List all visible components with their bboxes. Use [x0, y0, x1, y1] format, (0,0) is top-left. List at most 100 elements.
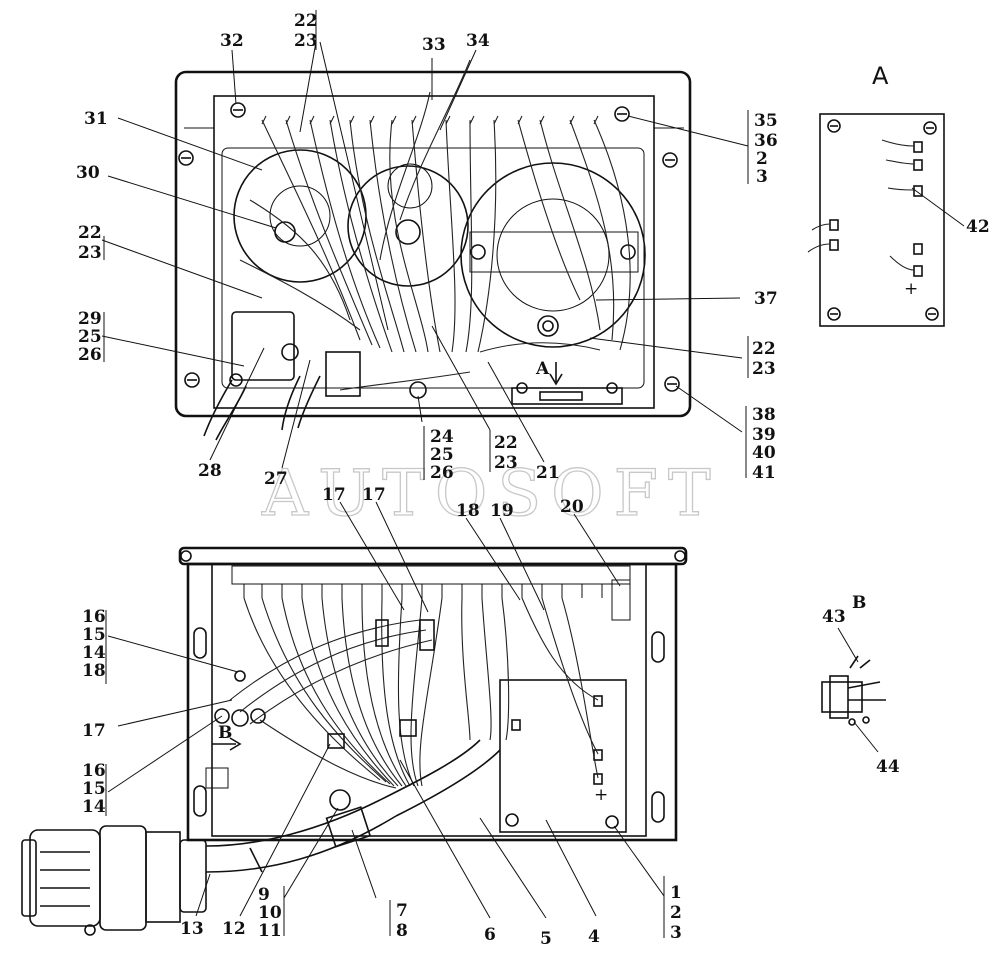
callout: 14 [82, 643, 106, 663]
callout: 21 [536, 463, 560, 483]
bezel-bar [178, 546, 688, 566]
callout: 6 [484, 925, 496, 945]
ground-bolt [409, 381, 427, 399]
view-title: B [852, 593, 866, 613]
callout: 8 [396, 921, 408, 941]
view-title: A [872, 62, 889, 90]
callout: 15 [82, 779, 106, 799]
callout: 34 [466, 31, 490, 51]
callout: 44 [876, 757, 900, 777]
top-terminal-strip [511, 382, 623, 405]
callout: 19 [490, 501, 514, 521]
callout: 3 [756, 167, 768, 187]
callout: 17 [322, 485, 346, 505]
bottom-leaders [105, 501, 665, 938]
screw [230, 102, 246, 118]
bottom-posts [214, 619, 435, 749]
callout: 23 [294, 31, 318, 51]
callout: 39 [752, 425, 776, 445]
callout: 22 [294, 11, 318, 31]
callout: 31 [84, 109, 108, 129]
callout: 22 [752, 339, 776, 359]
callout: 22 [494, 433, 518, 453]
view-a-plate [819, 113, 945, 327]
watermark: AUTOSOFT [261, 457, 721, 531]
gauge-right [460, 162, 646, 348]
top-leaders [101, 10, 749, 480]
top-mounting-plate [213, 95, 655, 409]
callout: 23 [494, 453, 518, 473]
top-gauges [233, 149, 646, 348]
gauge-center [347, 165, 469, 287]
callout: 2 [756, 149, 768, 169]
bottom-inner-frame [211, 563, 647, 837]
callout-labels: 32 22 23 33 34 31 30 22 23 29 25 26 28 2… [76, 11, 990, 949]
bottom-wire-harness [229, 597, 599, 789]
callout: 13 [180, 919, 204, 939]
arrow-label: A [535, 359, 550, 379]
screw [184, 372, 200, 388]
callout: 26 [430, 463, 454, 483]
round-connector [21, 825, 207, 936]
top-screws [178, 102, 680, 392]
callout: 37 [754, 289, 778, 309]
callout: 33 [422, 35, 446, 55]
callout: 25 [430, 445, 454, 465]
view-b [821, 627, 886, 753]
top-wire-harness [239, 59, 631, 391]
callout: 35 [754, 111, 778, 131]
arrow-label: B [218, 723, 232, 743]
arrow-a [549, 362, 563, 386]
svg-text:+: + [594, 785, 608, 805]
callout: 18 [82, 661, 106, 681]
view-a: + [807, 113, 965, 327]
callout: 4 [588, 927, 600, 947]
callout: 38 [752, 405, 776, 425]
callout: 16 [82, 761, 106, 781]
callout: 18 [456, 501, 480, 521]
callout: 3 [670, 923, 682, 943]
top-inner-frame [221, 147, 645, 389]
callout: 20 [560, 497, 584, 517]
callout: 26 [78, 345, 102, 365]
callout: 24 [430, 427, 454, 447]
callout: 22 [78, 223, 102, 243]
svg-text:+: + [904, 279, 918, 299]
callout: 42 [966, 217, 990, 237]
callout: 9 [258, 885, 270, 905]
callout: 10 [258, 903, 282, 923]
gauge-left [233, 149, 367, 283]
top-cable-exit [203, 375, 321, 441]
arrow-b [212, 737, 242, 751]
callout: 7 [396, 901, 408, 921]
terminal-plate [499, 679, 627, 833]
callout: 11 [258, 921, 282, 941]
top-connector-row [261, 115, 599, 125]
screw [662, 152, 678, 168]
callout: 41 [752, 463, 776, 483]
screw [178, 150, 194, 166]
callout: 14 [82, 797, 106, 817]
callout: 43 [822, 607, 846, 627]
callout: 17 [362, 485, 386, 505]
callout: 25 [78, 327, 102, 347]
bottom-view: + [21, 501, 688, 938]
callout: 1 [670, 883, 682, 903]
screw [614, 106, 630, 122]
callout: 40 [752, 443, 776, 463]
callout: 30 [76, 163, 100, 183]
callout: 2 [670, 903, 682, 923]
indicator-lamp [537, 315, 559, 337]
callout: 23 [752, 359, 776, 379]
callout: 16 [82, 607, 106, 627]
callout: 23 [78, 243, 102, 263]
screw [664, 376, 680, 392]
top-housing-outline [174, 70, 692, 418]
callout: 36 [754, 131, 778, 151]
callout: 5 [540, 929, 552, 949]
top-view [101, 10, 749, 480]
chassis-slots [193, 627, 665, 823]
callout: 12 [222, 919, 246, 939]
